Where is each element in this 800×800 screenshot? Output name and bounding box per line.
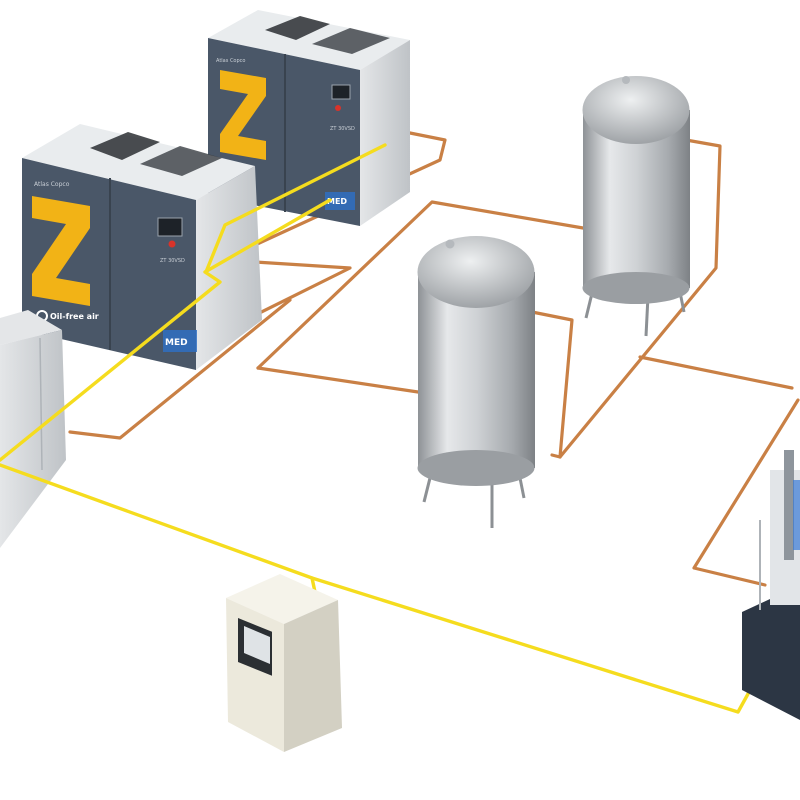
- air-receiver-tank-front: [417, 236, 535, 528]
- dryer-unit-partial: [742, 450, 800, 720]
- air-receiver-tank-rear: [582, 76, 690, 337]
- emergency-stop-icon: [168, 240, 176, 248]
- compressor-logo-z: [32, 196, 90, 306]
- controller-screen: [244, 626, 270, 664]
- compressor-rear-badge: MED: [327, 197, 347, 206]
- compressor-front: MED Atlas Copco ZT 30VSD Oil-free air: [22, 124, 262, 370]
- compressor-left-partial: [0, 310, 66, 548]
- electric-cable: [204, 143, 387, 274]
- electric-cable: [310, 576, 800, 714]
- electric-cable: [0, 198, 332, 462]
- emergency-stop-icon: [335, 105, 341, 111]
- copper-pipe: [68, 298, 292, 440]
- copper-pipe: [256, 200, 585, 370]
- copper-pipe-network: [68, 130, 800, 587]
- compressor-front-badge: MED: [165, 338, 188, 348]
- compressor-front-model: ZT 30VSD: [160, 258, 185, 264]
- compressor-rear-model: ZT 30VSD: [330, 126, 355, 132]
- copper-pipe: [638, 355, 794, 390]
- compressor-front-tagline: Oil-free air: [50, 312, 99, 321]
- compressor-logo-z: [220, 70, 266, 160]
- central-controller-cabinet: [226, 574, 342, 752]
- copper-pipe: [550, 138, 722, 459]
- copper-pipe: [530, 310, 574, 459]
- compressor-front-brand: Atlas Copco: [34, 181, 70, 188]
- compressor-rear-brand: Atlas Copco: [216, 58, 245, 64]
- copper-pipe: [692, 398, 800, 587]
- copper-pipe: [256, 366, 420, 394]
